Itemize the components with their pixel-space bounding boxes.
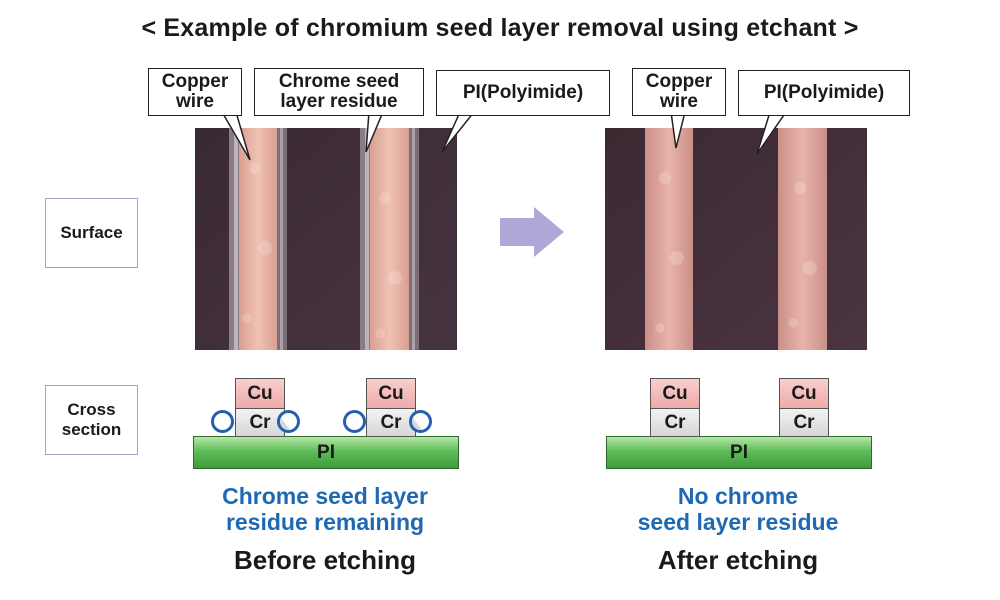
row-label-cross-section-line2: section bbox=[61, 420, 122, 439]
before-callout-chrome-residue: Chrome seed layer residue bbox=[254, 68, 424, 116]
after-caption: After etching bbox=[657, 545, 819, 575]
row-label-cross-section: Cross section bbox=[45, 385, 138, 455]
before-pi-layer: PI bbox=[193, 436, 459, 469]
after-pi-layer: PI bbox=[606, 436, 872, 469]
after-cr-label-1: Cr bbox=[664, 411, 686, 433]
before-callout-chrome-line1: Chrome seed bbox=[278, 71, 400, 93]
after-cu-block-2: Cu bbox=[779, 378, 829, 409]
after-callout-copper-pointer bbox=[670, 111, 686, 149]
before-callout-pi-text: PI(Polyimide) bbox=[462, 82, 584, 104]
after-callout-pi-pointer bbox=[756, 111, 788, 155]
after-copper-wire-2 bbox=[778, 128, 827, 350]
before-status-text: Chrome seed layer residue remaining bbox=[175, 483, 475, 536]
after-status-line2: seed layer residue bbox=[637, 508, 839, 535]
row-label-cross-section-line1: Cross bbox=[67, 400, 116, 420]
after-status-line1: No chrome bbox=[677, 483, 799, 509]
residue-circle-icon bbox=[277, 410, 300, 433]
after-callout-pi: PI(Polyimide) bbox=[738, 70, 910, 116]
before-callout-copper-pointer bbox=[220, 111, 251, 161]
after-cu-block-1: Cu bbox=[650, 378, 700, 409]
before-cu-label-1: Cu bbox=[247, 382, 273, 404]
before-copper-wire-2 bbox=[370, 128, 409, 350]
before-cr-block-1: Cr bbox=[235, 408, 285, 437]
before-callout-chrome-line2: layer residue bbox=[280, 91, 398, 112]
residue-circle-icon bbox=[409, 410, 432, 433]
before-cr-label-1: Cr bbox=[249, 411, 271, 433]
after-cu-label-1: Cu bbox=[662, 382, 688, 404]
after-callout-copper-line2: wire bbox=[659, 91, 699, 112]
after-callout-pi-text: PI(Polyimide) bbox=[763, 82, 885, 104]
before-copper-wire-1 bbox=[239, 128, 277, 350]
after-status-text: No chrome seed layer residue bbox=[588, 483, 888, 536]
residue-circle-icon bbox=[343, 410, 366, 433]
right-arrow-icon bbox=[500, 207, 564, 257]
before-pi-label: PI bbox=[317, 441, 335, 463]
before-callout-copper-line1: Copper bbox=[161, 71, 229, 93]
after-cr-label-2: Cr bbox=[793, 411, 815, 433]
before-cu-label-2: Cu bbox=[378, 382, 404, 404]
before-status-line1: Chrome seed layer bbox=[222, 483, 428, 509]
before-callout-copper-wire: Copper wire bbox=[148, 68, 242, 116]
row-label-surface: Surface bbox=[45, 198, 138, 268]
before-callout-pi-pointer bbox=[441, 111, 476, 153]
before-cr-label-2: Cr bbox=[380, 411, 402, 433]
before-cu-block-2: Cu bbox=[366, 378, 416, 409]
after-callout-copper-wire: Copper wire bbox=[632, 68, 726, 116]
after-pi-label: PI bbox=[730, 441, 748, 463]
before-callout-pi: PI(Polyimide) bbox=[436, 70, 610, 116]
after-cr-block-1: Cr bbox=[650, 408, 700, 437]
before-callout-chrome-pointer bbox=[365, 111, 385, 153]
before-surface-photo bbox=[195, 128, 457, 350]
residue-circle-icon bbox=[211, 410, 234, 433]
after-cu-label-2: Cu bbox=[791, 382, 817, 404]
before-caption: Before etching bbox=[233, 545, 417, 575]
before-callout-copper-line2: wire bbox=[175, 91, 215, 112]
before-status-line2: residue remaining bbox=[225, 508, 425, 535]
after-cr-block-2: Cr bbox=[779, 408, 829, 437]
page-title: < Example of chromium seed layer removal… bbox=[141, 14, 859, 42]
after-surface-photo bbox=[605, 128, 867, 350]
before-cu-block-1: Cu bbox=[235, 378, 285, 409]
row-label-surface-text: Surface bbox=[60, 223, 123, 243]
after-callout-copper-line1: Copper bbox=[645, 71, 713, 93]
after-copper-wire-1 bbox=[645, 128, 693, 350]
